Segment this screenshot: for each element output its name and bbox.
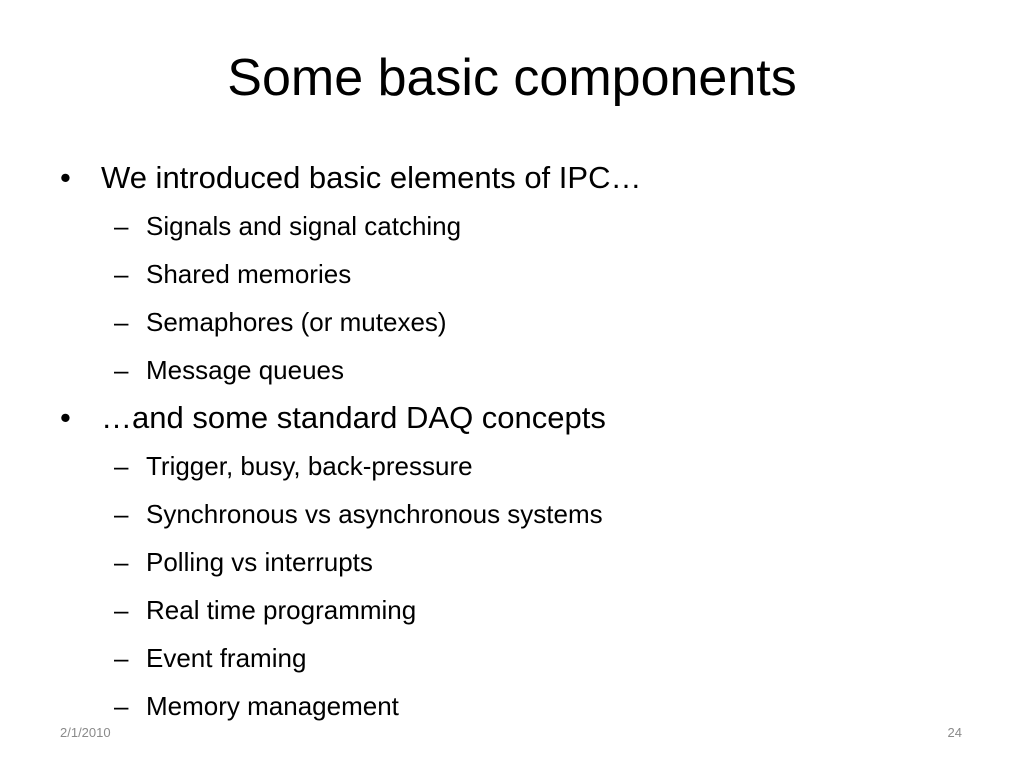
sub-bullet-text: Event framing [146,643,307,673]
footer-page-number: 24 [947,725,962,740]
dash-glyph: – [114,595,129,625]
slide-title: Some basic components [227,49,797,107]
bullet-glyph: • [60,400,71,435]
sub-bullet-text: Polling vs interrupts [146,547,373,577]
sub-bullet-item: – Signals and signal catching [60,202,980,250]
sub-bullet-item: – Polling vs interrupts [60,538,980,586]
footer-date: 2/1/2010 [60,725,111,740]
sub-bullet-item: – Memory management [60,682,980,730]
slide-content: • We introduced basic elements of IPC… –… [60,154,980,730]
sub-bullet-text: Real time programming [146,595,417,625]
sub-bullet-item: – Trigger, busy, back-pressure [60,442,980,490]
bullet-text: We introduced basic elements of IPC… [101,160,642,195]
dash-glyph: – [114,643,129,673]
dash-glyph: – [114,211,129,241]
dash-glyph: – [114,307,129,337]
bullet-text: …and some standard DAQ concepts [101,400,606,435]
dash-glyph: – [114,499,129,529]
sub-bullet-item: – Real time programming [60,586,980,634]
dash-glyph: – [114,547,129,577]
sub-bullet-item: – Event framing [60,634,980,682]
sub-bullet-text: Message queues [146,355,345,385]
bullet-item: • …and some standard DAQ concepts [60,394,980,442]
sub-bullet-text: Semaphores (or mutexes) [146,307,447,337]
sub-bullet-item: – Shared memories [60,250,980,298]
dash-glyph: – [114,259,129,289]
dash-glyph: – [114,451,129,481]
sub-bullet-text: Shared memories [146,259,352,289]
bullet-glyph: • [60,160,71,195]
sub-bullet-text: Synchronous vs asynchronous systems [146,499,603,529]
sub-bullet-item: – Semaphores (or mutexes) [60,298,980,346]
sub-bullet-text: Memory management [146,691,399,721]
dash-glyph: – [114,691,129,721]
sub-bullet-text: Trigger, busy, back-pressure [146,451,473,481]
sub-bullet-text: Signals and signal catching [146,211,462,241]
sub-bullet-item: – Message queues [60,346,980,394]
dash-glyph: – [114,355,129,385]
sub-bullet-item: – Synchronous vs asynchronous systems [60,490,980,538]
bullet-item: • We introduced basic elements of IPC… [60,154,980,202]
